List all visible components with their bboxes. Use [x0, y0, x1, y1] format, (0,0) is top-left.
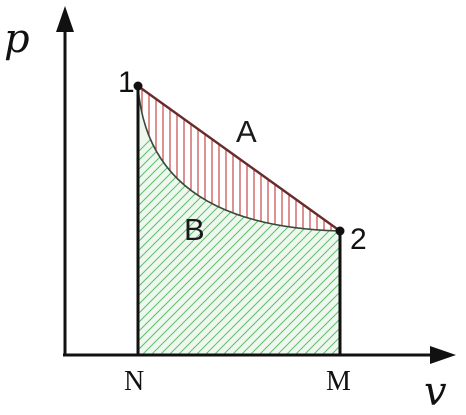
region-b-hatch-line: [380, 60, 466, 360]
region-b-hatch-line: [235, 86, 340, 355]
region-b-hatch-line: [452, 60, 466, 360]
region-b-hatch-line: [280, 86, 340, 355]
region-b-hatch-line: [190, 86, 340, 355]
region-b-hatch-line: [334, 86, 340, 355]
region-b-hatch-line: [226, 86, 340, 355]
vertical-axis-label: p: [4, 16, 30, 62]
region-b-hatch-line: [253, 86, 340, 355]
region-b-hatch-line: [271, 86, 340, 355]
region-b-hatch-line: [416, 60, 466, 360]
region-b-hatch-line: [461, 60, 466, 360]
region-b-hatch-line: [344, 60, 466, 360]
curved-path-1-2: [137, 85, 341, 232]
tick-label-n: N: [124, 366, 144, 397]
region-b-hatch-line: [262, 86, 340, 355]
vertical-axis-arrow-icon: [56, 6, 74, 32]
horizontal-axis-label: v: [424, 369, 447, 415]
region-b-hatch-line: [371, 60, 466, 360]
region-b-fill: [138, 86, 340, 355]
point-1-label: 1: [118, 66, 135, 99]
tick-label-m: M: [326, 366, 351, 397]
region-b-hatch-line: [325, 86, 340, 355]
straight-path-1-2: [137, 85, 341, 232]
region-b-hatch-line: [199, 86, 340, 355]
region-b-hatch-line: [443, 60, 466, 360]
region-b-hatch-line: [353, 60, 466, 360]
region-b-hatch-line: [425, 60, 466, 360]
region-b-hatch-line: [208, 86, 340, 355]
region-b-hatch-line: [244, 86, 340, 355]
point-2-label: 2: [350, 223, 367, 256]
point-1-marker: [133, 81, 143, 91]
region-b-label: B: [184, 212, 205, 247]
horizontal-axis-arrow-icon: [430, 346, 456, 364]
region-b-hatch-line: [362, 60, 466, 360]
region-b-hatch-line: [389, 60, 466, 360]
region-b-hatch-line: [398, 60, 466, 360]
region-a-label: A: [236, 114, 257, 149]
point-2-marker: [335, 226, 345, 236]
region-b-hatch-line: [434, 60, 466, 360]
region-b-hatch-line: [217, 86, 340, 355]
region-b-hatch-line: [407, 60, 466, 360]
